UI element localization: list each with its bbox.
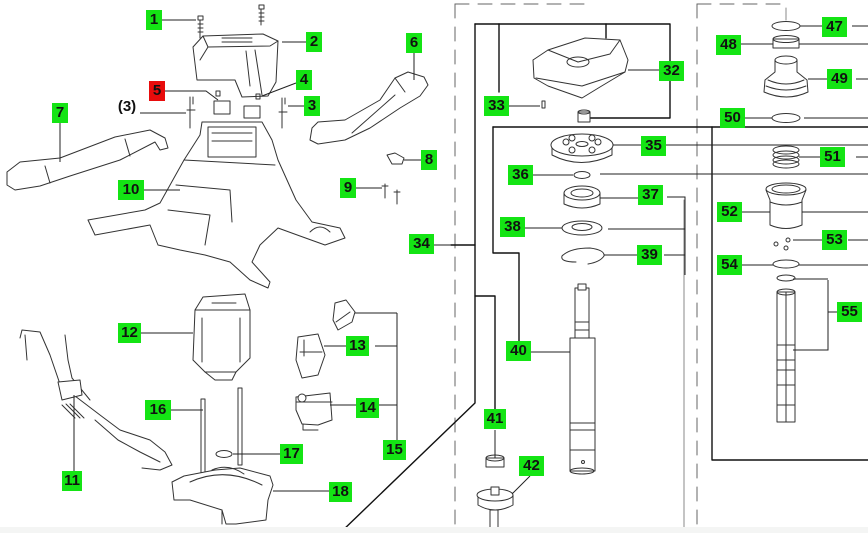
circlip-part [573, 171, 591, 179]
fan-part [550, 133, 614, 163]
callout-32[interactable]: 32 [659, 61, 684, 81]
callout-14[interactable]: 14 [356, 398, 379, 418]
o-ring-part [215, 450, 233, 458]
left-handle-part [6, 129, 169, 191]
bushing-part [577, 109, 591, 123]
callout-42[interactable]: 42 [519, 456, 544, 476]
callout-11[interactable]: 11 [62, 471, 82, 491]
bellows-part [763, 55, 809, 98]
callout-9[interactable]: 9 [340, 178, 356, 198]
callout-16[interactable]: 16 [145, 400, 171, 420]
seal-ring-part [771, 113, 801, 123]
callout-7[interactable]: 7 [52, 103, 68, 123]
stirrer-shaft-part [776, 274, 796, 423]
washer-part [561, 220, 603, 236]
callout-17[interactable]: 17 [280, 444, 303, 464]
leader-line-37-1 [667, 196, 686, 275]
callout-49[interactable]: 49 [827, 69, 852, 89]
bearing-flange-part [532, 37, 629, 99]
callout-53[interactable]: 53 [822, 230, 847, 250]
callout-2[interactable]: 2 [306, 32, 322, 52]
callout-48[interactable]: 48 [716, 35, 741, 55]
callout-40[interactable]: 40 [506, 341, 531, 361]
callout-51[interactable]: 51 [820, 147, 845, 167]
clip-part [386, 152, 405, 165]
ball-bearing-part [563, 185, 601, 209]
section-boundary-right [696, 3, 781, 533]
assembly-bracket-34 [339, 23, 868, 533]
callout-38[interactable]: 38 [500, 217, 525, 237]
callout-4[interactable]: 4 [296, 70, 312, 90]
retaining-ring-part [561, 247, 605, 265]
callout-39[interactable]: 39 [637, 245, 662, 265]
callout-37[interactable]: 37 [638, 185, 663, 205]
leader-line-42 [511, 475, 531, 495]
carbon-brush-part [213, 90, 261, 119]
right-handle-part [309, 71, 429, 145]
callout-55[interactable]: 55 [837, 302, 862, 322]
brush-holder-part [186, 96, 288, 129]
cup-part [765, 182, 807, 229]
sleeve-part [772, 35, 800, 49]
top-cover-part [192, 33, 279, 98]
callout-10[interactable]: 10 [118, 180, 144, 200]
callout-33[interactable]: 33 [484, 96, 509, 116]
switch-housing-part [295, 392, 333, 431]
pin-part [541, 100, 546, 109]
callout-47[interactable]: 47 [822, 17, 847, 37]
callout-12[interactable]: 12 [118, 323, 141, 343]
fan-shroud-part [171, 466, 274, 525]
leader-line-55 [793, 280, 829, 351]
screw-pair-part [381, 183, 401, 205]
callout-52[interactable]: 52 [717, 202, 742, 222]
callout-13[interactable]: 13 [346, 336, 369, 356]
page-bottom-edge [0, 527, 868, 533]
callout-50[interactable]: 50 [720, 108, 745, 128]
leader-line-4 [261, 82, 297, 97]
leader-lines [59, 19, 868, 495]
callout-8[interactable]: 8 [421, 150, 437, 170]
callout-18[interactable]: 18 [329, 482, 352, 502]
ring-part [771, 21, 801, 31]
callout-36[interactable]: 36 [508, 165, 533, 185]
callout-15[interactable]: 15 [383, 440, 406, 460]
switch-part [295, 299, 356, 379]
callout-34[interactable]: 34 [409, 234, 434, 254]
o-ring-2-part [772, 259, 800, 269]
armature-shaft-part [569, 283, 596, 475]
leader-line-5 [165, 90, 219, 101]
balls-part [773, 237, 791, 251]
callout-6[interactable]: 6 [406, 33, 422, 53]
callout-35[interactable]: 35 [641, 136, 666, 156]
motor-housing-part [87, 121, 346, 289]
stator-part [192, 293, 251, 381]
callout-3b[interactable]: (3) [117, 98, 137, 115]
spring-part [772, 145, 800, 169]
section-boundary-middle [454, 3, 586, 533]
callout-54[interactable]: 54 [717, 255, 742, 275]
callout-41[interactable]: 41 [484, 409, 506, 429]
callout-1[interactable]: 1 [146, 10, 162, 30]
screw-part [197, 4, 265, 39]
callout-5[interactable]: 5 [149, 81, 165, 101]
wiring-harness-part [19, 329, 173, 471]
callout-3[interactable]: 3 [304, 96, 320, 116]
pinion-part [476, 486, 514, 529]
